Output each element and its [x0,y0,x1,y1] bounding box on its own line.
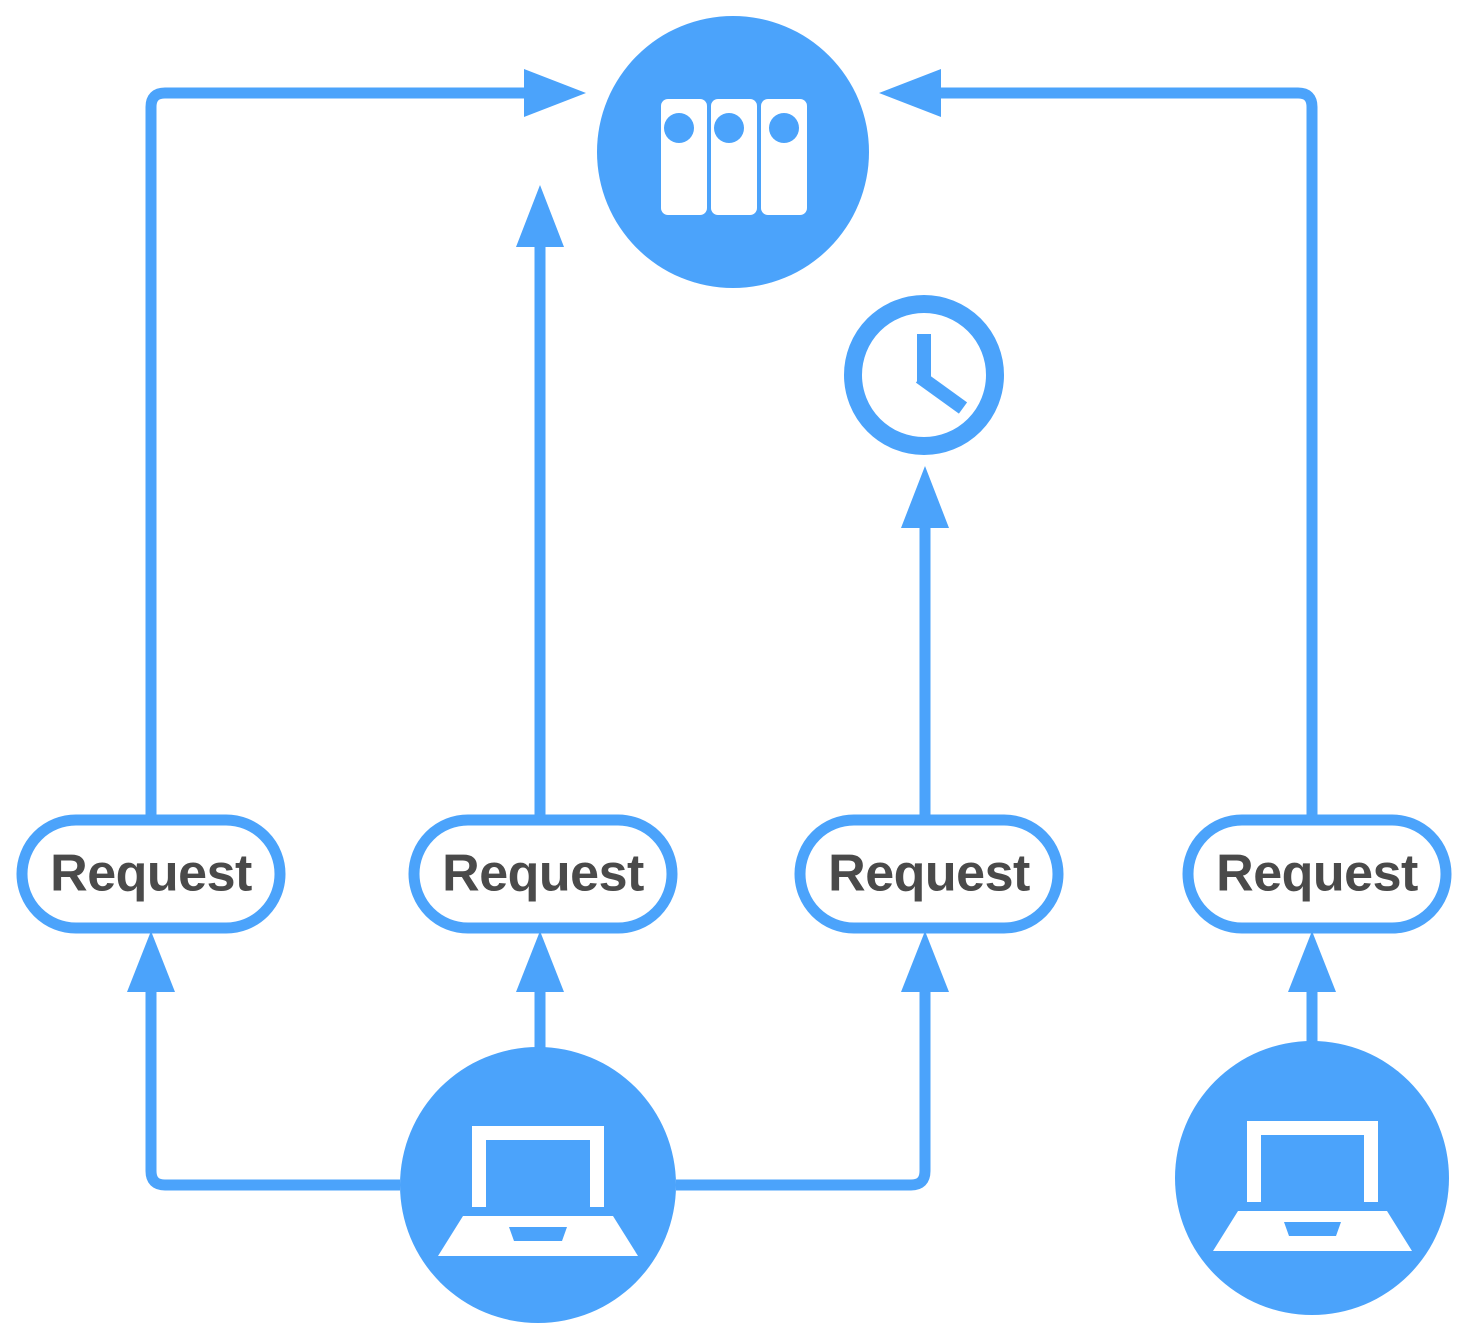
node-request-4[interactable]: Request [1182,814,1452,934]
edge-request3-to-clock [901,466,949,820]
edge-request1-to-server [145,69,586,820]
request-pill-2-label: Request [442,845,644,903]
node-request-3[interactable]: Request [794,814,1064,934]
connectors-layer [127,69,1336,1191]
node-request-1[interactable]: Request [16,814,286,934]
request-pill-4-shape [1182,814,1452,934]
request-pill-4-label: Request [1216,845,1418,903]
request-pill-3-label: Request [828,845,1030,903]
node-server[interactable] [597,16,869,288]
node-laptop-1[interactable] [400,1047,676,1323]
clock-circle-outline [844,295,1004,455]
arrowhead-up-request3 [901,931,949,992]
laptop-2-circle-background [1175,1041,1449,1315]
arrowhead-up-request1 [127,931,175,992]
laptop-1-circle-background [400,1047,676,1323]
edge-laptop1-to-request3 [676,931,949,1191]
edge-laptop1-to-request1 [127,931,400,1191]
arrowhead-right-server [524,69,586,117]
arrowhead-up-server [516,185,564,247]
arrowhead-up-request2 [516,931,564,992]
edge-request2-to-server [516,185,564,820]
node-laptop-2[interactable] [1175,1041,1449,1315]
request-pill-1-shape [16,814,286,934]
node-clock[interactable] [844,295,1004,455]
arrowhead-left-server [879,69,941,117]
arrowhead-up-clock [901,466,949,528]
laptop-icon [1213,1121,1412,1251]
request-pill-2-shape [408,814,678,934]
server-binders-icon [661,99,807,215]
request-pill-3-shape [794,814,1064,934]
request-pill-1-label: Request [50,845,252,903]
arrowhead-up-request4 [1288,931,1336,992]
clock-icon [915,334,968,414]
edge-request4-to-server [879,69,1318,820]
laptop-icon [438,1126,638,1256]
node-request-2[interactable]: Request [408,814,678,934]
